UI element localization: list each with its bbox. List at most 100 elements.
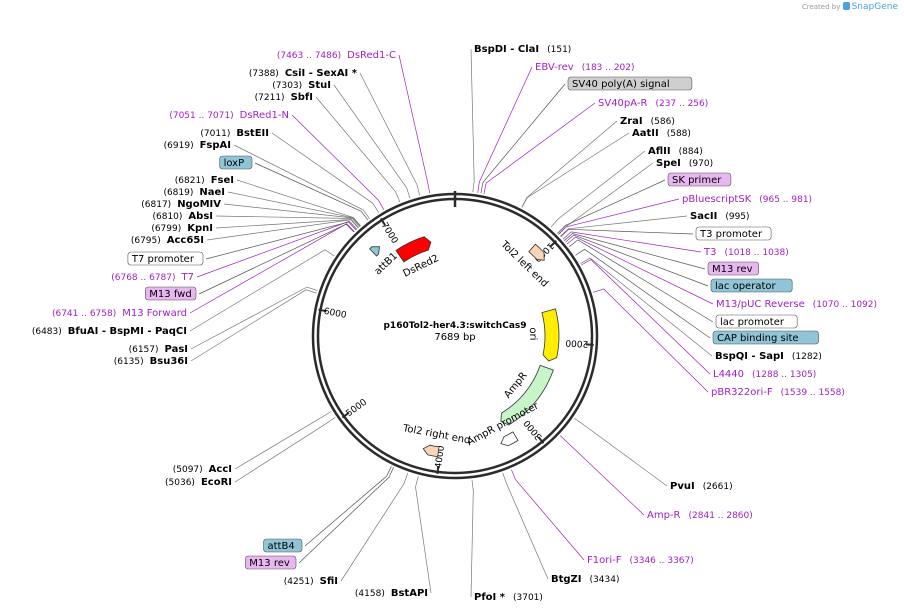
feature-label: M13/pUC Reverse(1070 .. 1092)	[716, 299, 877, 310]
credit-text: Created by	[801, 3, 841, 11]
leader-line	[234, 411, 332, 470]
map-label-site: AatII(588)	[632, 128, 691, 139]
site-label: (4251)SfiI	[284, 576, 338, 587]
leader-line	[189, 249, 335, 332]
map-label-site: (6135)Bsu36I	[114, 356, 188, 367]
leader-line	[304, 466, 392, 547]
map-label-feat: (7051 .. 7071)DsRed1-N	[169, 110, 289, 121]
site-label: BspDI - ClaI(151)	[474, 44, 571, 55]
map-label-site: BspQI - SapI(1282)	[715, 351, 822, 362]
leader-line	[315, 96, 401, 203]
map-label-site: AflII(884)	[648, 146, 703, 157]
feature-badge-label: loxP	[224, 158, 245, 169]
feature-badge	[667, 172, 732, 187]
tick-label: 6000	[323, 307, 348, 321]
map-label-site: SpeI(970)	[656, 158, 713, 169]
site-label: PfoI *(3701)	[474, 592, 543, 603]
tick-mark	[585, 343, 594, 346]
site-label: SacII(995)	[690, 211, 750, 222]
feature-badge-label: M13 rev	[249, 558, 290, 569]
feature-badge-label: lac promoter	[720, 317, 785, 328]
feature-badge	[263, 538, 303, 553]
feature-arrow	[422, 444, 440, 458]
map-label-site: (5036)EcoRI	[165, 477, 232, 488]
feature-arrow	[369, 246, 380, 257]
site-label: (6810)AbsI	[152, 211, 213, 222]
map-label-site: (6483)BfuAI - BspMI - PaqCI	[32, 326, 187, 337]
leader-line	[558, 162, 654, 235]
feature-arrow-label: ori	[527, 327, 538, 340]
feature-badge	[695, 226, 772, 241]
site-label: BspQI - SapI(1282)	[715, 351, 822, 362]
map-label-site: (5097)AccI	[173, 464, 232, 475]
map-label-box: M13 fwd	[145, 286, 197, 301]
site-label: (6799)KpnI	[151, 223, 213, 234]
leader-line	[470, 48, 475, 193]
leader-line	[340, 472, 409, 582]
leader-line	[291, 114, 385, 210]
map-labels: BspDI - ClaI(151)EBV-rev(183 .. 202)SV40…	[32, 44, 877, 603]
leader-line	[575, 248, 711, 339]
tick-mark	[318, 308, 327, 313]
leader-line	[298, 467, 394, 564]
credit-brand: SnapGene	[851, 2, 898, 12]
leader-line	[521, 120, 618, 208]
tick-mark	[379, 217, 386, 226]
map-label-site: (6821)FseI	[175, 175, 234, 186]
feature-label: L4440(1288 .. 1305)	[713, 369, 816, 380]
leader-line	[234, 417, 336, 483]
site-label: AflII(884)	[648, 146, 703, 157]
map-label-box: M13 rev	[245, 555, 297, 570]
site-label: (5036)EcoRI	[165, 477, 232, 488]
site-label: (6483)BfuAI - BspMI - PaqCI	[32, 326, 187, 337]
leader-line	[196, 220, 358, 278]
map-label-site: (6810)AbsI	[152, 211, 213, 222]
map-label-site: (4251)SfiI	[284, 576, 338, 587]
leader-line	[558, 198, 680, 235]
map-label-site: (7011)BstEII	[200, 128, 269, 139]
leader-line	[254, 162, 369, 221]
map-label-site: (6817)NgoMIV	[141, 199, 221, 210]
leader-line	[189, 223, 355, 314]
snapgene-credit: Created by SnapGene	[802, 2, 898, 12]
tick-mark	[341, 412, 350, 419]
plasmid-length: 7689 bp	[434, 332, 475, 343]
label-leader-lines	[189, 48, 714, 598]
tick-label: 2000	[565, 337, 589, 348]
leader-line	[511, 469, 585, 561]
leader-line	[581, 259, 711, 375]
tick-label: 3000	[522, 417, 544, 441]
map-label-feat: M13/pUC Reverse(1070 .. 1092)	[716, 299, 877, 310]
leader-line	[566, 236, 714, 305]
site-label: (6819)NaeI	[163, 187, 225, 198]
map-label-site: (4158)BstAPI	[355, 588, 428, 599]
site-label: AatII(588)	[632, 128, 691, 139]
feature-label: (7051 .. 7071)DsRed1-N	[169, 110, 289, 121]
leader-line	[398, 54, 431, 194]
tick-label: 7000	[379, 221, 400, 246]
tick-mark	[436, 465, 440, 475]
feature-label: (6768 .. 6787)T7	[111, 272, 194, 283]
leader-line	[502, 472, 549, 580]
site-label: (6919)FspAI	[164, 140, 231, 151]
tick-label: 5000	[345, 397, 370, 419]
snapgene-logo-icon	[842, 2, 850, 10]
feature-label: (6741 .. 6758)M13 Forward	[52, 308, 187, 319]
site-label: (6817)NgoMIV	[141, 199, 221, 210]
leader-line	[190, 286, 318, 350]
site-label: (6795)Acc65I	[131, 235, 204, 246]
leader-line	[215, 219, 359, 229]
map-label-site: ZraI(586)	[620, 116, 675, 127]
feature-label: F1ori-F(3346 .. 3367)	[587, 555, 694, 566]
site-label: ZraI(586)	[620, 116, 675, 127]
feature-badge-label: lac operator	[715, 281, 776, 292]
feature-badge-label: T7 promoter	[131, 254, 195, 265]
map-label-site: SacII(995)	[690, 211, 750, 222]
leader-line	[560, 435, 645, 516]
feature-badge	[715, 314, 798, 329]
map-label-site: (7388)CsiI - SexAI *	[249, 68, 358, 79]
feature-label: T3(1018 .. 1038)	[703, 247, 789, 258]
map-label-box: loxP	[219, 155, 253, 170]
feature-badge	[219, 155, 253, 170]
